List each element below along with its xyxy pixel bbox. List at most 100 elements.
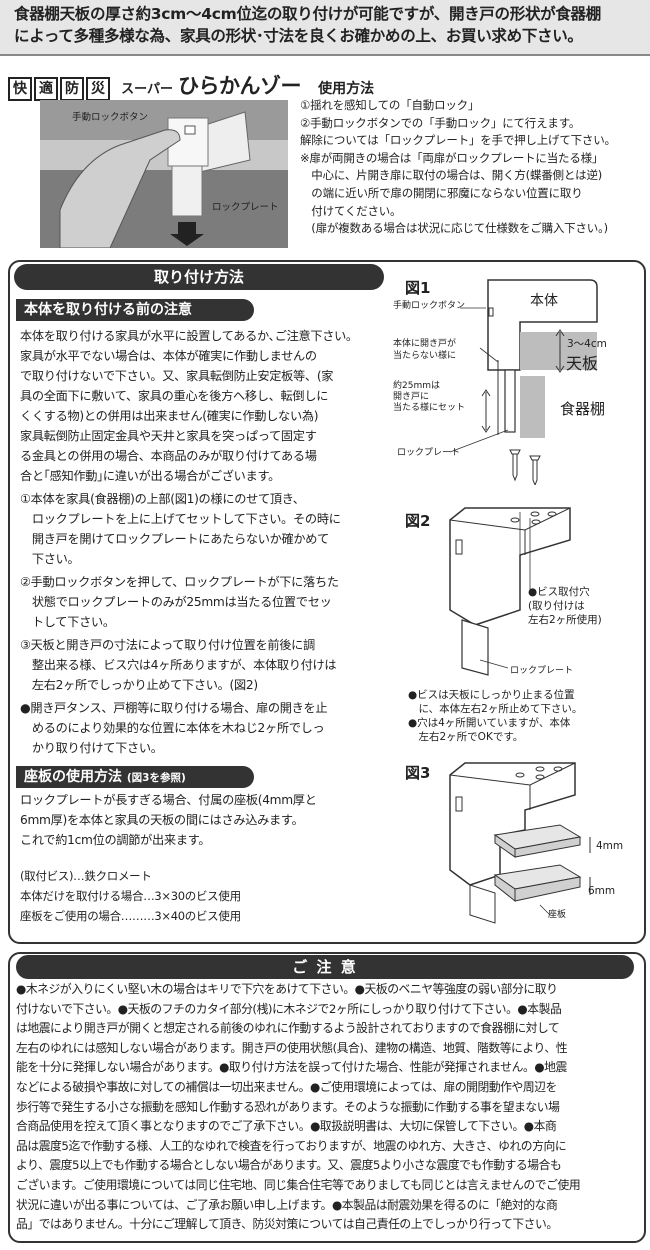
fig2-note: ●ビスは天板にしっかり止まる位置	[408, 689, 575, 701]
base-line: 6mm厚)を本体と家具の天板の間にはさみ込みます。	[20, 813, 304, 827]
before-mounting-title: 本体を取り付ける前の注意	[16, 299, 254, 321]
photo-lock-plate-label: ロックプレート	[212, 202, 279, 213]
fig1-lock-plate-label: ロックプレート	[397, 448, 461, 458]
badge-bou: 防	[60, 77, 84, 101]
badge-kai: 快	[8, 77, 32, 101]
before-line: かり取り付けて下さい。	[20, 741, 163, 755]
usage-line: 付けてください。	[300, 204, 402, 218]
caution-title: ご 注 意	[16, 955, 634, 979]
fig1-illustration	[449, 279, 598, 485]
fig2-hole-note-3: 左右2ヶ所使用)	[528, 614, 602, 626]
caution-line: 状況に違いが出る事については、ご了承お願い申し上げます。●本製品は耐震効果を得る…	[16, 1197, 558, 1212]
fig2-hole-note-1: ●ビス取付穴	[528, 586, 590, 598]
base-board-title-text: 座板の使用方法	[24, 769, 122, 785]
caution-line: などによる破損や事故に対しての補償は一切出来ません。●ご使用環境によっては、扉の…	[16, 1080, 557, 1094]
usage-line: ②手動ロックボタンでの「手動ロック」にて行えます。	[300, 116, 581, 130]
before-line: 開き戸を開けてロックプレートにあたらないか確かめて	[20, 532, 330, 546]
base-board-ref: (図3を参照)	[126, 772, 186, 784]
product-name: ひらかんゾー	[178, 74, 302, 98]
mounting-title: 取り付け方法	[14, 264, 384, 290]
before-line: 下さい。	[20, 552, 80, 566]
before-line: で取り付けないで下さい。又、家具転倒防止安定板等、(家	[20, 369, 334, 383]
fig2-note: に、本体左右2ヶ所止めて下さい。	[408, 703, 583, 715]
before-line: 合と｢感知作動｣に違いが出る場合がございます。	[20, 469, 281, 483]
before-line: トして下さい。	[20, 615, 115, 629]
fig3-thickness-6mm: 6mm	[588, 885, 616, 897]
before-line: 左右2ヶ所でしっかり止めて下さい。(図2)	[20, 678, 258, 692]
before-line: めるのにより効果的な位置に本体を木ねじ2ヶ所でしっ	[20, 721, 325, 735]
caution-line: 左右のゆれには感知しない場合があります。開き戸の使用状態(具合)、建物の構造、地…	[16, 1040, 568, 1055]
fig3-label: 図3	[405, 764, 431, 782]
before-line: 家具転倒防止固定金具や天井と家具を突っぱって固定す	[20, 429, 317, 443]
caution-line: ●木ネジが入りにくい堅い木の場合はキリで下穴をあけて下さい。●天板のベニヤ等強度…	[16, 982, 558, 996]
fig1-door-note-2: 当たらない様に	[393, 351, 457, 361]
usage-line: 解除については「ロックプレート」を手で押し上げて下さい。	[300, 133, 616, 147]
screw-line: 座板をご使用の場合………3×40のビス使用	[20, 909, 241, 923]
fig2-label: 図2	[405, 512, 431, 530]
fig1-set-note-1: 約25mmは	[393, 381, 440, 391]
caution-line: 品」ではありません。十分にご理解して頂き、防災対策については自己責任の上でしっか…	[16, 1217, 558, 1232]
caution-section	[8, 952, 646, 1243]
fig2-note: 左右2ヶ所でOKです。	[408, 731, 524, 743]
top-notice-line-1: 食器棚天板の厚さ約3cm〜4cm位迄の取り付けが可能ですが、開き戸の形状が食器棚	[14, 5, 601, 23]
caution-line: より、震度5以上でも作動する場合としない場合があります。又、震度5より小さな震度…	[16, 1158, 562, 1173]
product-photo-illustration	[40, 100, 288, 249]
fig1-door-note-1: 本体に開き戸が	[393, 339, 457, 349]
screw-line: 本体だけを取付ける場合…3×30のビス使用	[20, 889, 241, 903]
before-line: 本体を取り付ける家具が水平に設置してあるか､ご注意下さい｡	[20, 329, 352, 343]
fig1-set-note-2: 開き戸に	[393, 392, 430, 402]
base-board-title: 座板の使用方法 (図3を参照)	[16, 766, 254, 788]
caution-line: 付けないで下さい。●天板のフチのカタイ部分(桟)に木ネジで2ヶ所にしっかり取り付…	[16, 1001, 562, 1016]
usage-line: ①揺れを感知しての「自動ロック」	[300, 98, 480, 112]
usage-line: (扉が複数ある場合は状況に応じて仕様数をご購入下さい。)	[300, 221, 608, 235]
fig3-base-label: 座板	[548, 910, 567, 920]
caution-line: 歩行等で発生する小さな振動を感知し作動する恐れがあります。そのような振動に作動す…	[16, 1099, 560, 1114]
mounting-section	[8, 260, 646, 944]
before-line: 具の全面下に敷いて、家具の重心を後方へ移し、転倒しに	[20, 389, 329, 403]
photo-lock-button-label: 手動ロックボタン	[72, 112, 149, 123]
fig1-cabinet-label: 食器棚	[560, 400, 606, 418]
before-line: る金具との併用の場合、本商品のみが取り付けてある場	[20, 449, 317, 463]
top-notice-line-2: によって多種多様な為、家具の形状･寸法を良くお確かめの上、お買い求め下さい。	[14, 27, 583, 45]
fig1-top-board-label: 天板	[566, 354, 599, 373]
fig2-illustration	[449, 507, 571, 676]
fig1-body-label: 本体	[530, 293, 558, 309]
base-line: ロックプレートが長すぎる場合、付属の座板(4mm厚と	[20, 793, 317, 807]
before-line: ①本体を家具(食器棚)の上部(図1)の様にのせて頂き、	[20, 492, 305, 506]
usage-line: ※扉が両開きの場合は「両扉がロックプレートに当たる様」	[300, 151, 604, 165]
before-line: ③天板と開き戸の寸法によって取り付け位置を前後に調	[20, 638, 315, 652]
fig2-hole-note-2: (取り付けは	[528, 600, 585, 612]
badge-teki: 適	[34, 77, 58, 101]
before-line: 家具が水平でない場合は、本体が確実に作動しませんの	[20, 349, 317, 363]
super-label: スーパー	[121, 82, 173, 97]
fig1-lock-button-label: 手動ロックボタン	[393, 301, 466, 311]
before-line: ②手動ロックボタンを押して、ロックプレートが下に落ちた	[20, 575, 339, 589]
screw-line: (取付ビス)…鉄クロメート	[20, 869, 152, 883]
caution-line: 品は震度5迄で作動する様、人工的なゆれで検査を行っておりますが、地震のゆれ方、大…	[16, 1138, 567, 1153]
fig2-note: ●穴は4ヶ所開いていますが、本体	[408, 717, 571, 729]
caution-line: ございます。ご使用環境については同じ住宅地、同じ集合住宅等でありましても同じとは…	[16, 1178, 581, 1192]
before-line: 状態でロックプレートのみが25mmは当たる位置でセッ	[20, 595, 332, 609]
caution-line: 合商品使用を控えて頂く事となりますのでご了承下さい。●取扱説明書は、大切に保管し…	[16, 1119, 557, 1134]
fig2-lock-plate-label: ロックプレート	[510, 666, 574, 676]
usage-line: 中心に、片開き扉に取付の場合は、開く方(蝶番側とは逆)	[300, 168, 603, 182]
before-line: ●開き戸タンス、戸棚等に取り付ける場合、扉の開きを止	[20, 701, 328, 715]
before-line: ロックプレートを上に上げてセットして下さい。その時に	[20, 512, 341, 526]
fig1-thickness-label: 3〜4cm	[567, 338, 607, 350]
fig1-set-note-3: 当たる様にセット	[393, 403, 466, 413]
caution-line: は地震により開き戸が開くと想定される前後のゆれに作動するよう設計されておりますの…	[16, 1021, 560, 1036]
before-line: 整出来る様、ビス穴は4ヶ所ありますが、本体取り付けは	[20, 658, 337, 672]
caution-text: ●木ネジが入りにくい堅い木の場合はキリで下穴をあけて下さい。●天板のベニヤ等強度…	[8, 980, 642, 1235]
product-header: 快適防災 スーパー ひらかんゾー 使用方法	[8, 70, 374, 101]
usage-title: 使用方法	[318, 81, 375, 97]
usage-line: の端に近い所で扉の開閉に邪魔にならない位置に取り	[300, 186, 583, 200]
fig3-illustration	[449, 762, 591, 924]
product-photo: 手動ロックボタン ロックプレート	[40, 100, 288, 249]
base-line: これで約1cm位の調節が出来ます。	[20, 833, 211, 847]
fig1-label: 図1	[405, 279, 431, 297]
top-notice: 食器棚天板の厚さ約3cm〜4cm位迄の取り付けが可能ですが、開き戸の形状が食器棚…	[0, 0, 650, 56]
before-line: くくする物)との併用は出来ません(確実に作動しない為)	[20, 409, 319, 423]
fig3-thickness-4mm: 4mm	[596, 840, 624, 852]
caution-line: 能を十分に発揮しない場合があります。●取り付け方法を誤って付けた場合、性能が発揮…	[16, 1060, 567, 1075]
badge-sai: 災	[86, 77, 110, 101]
